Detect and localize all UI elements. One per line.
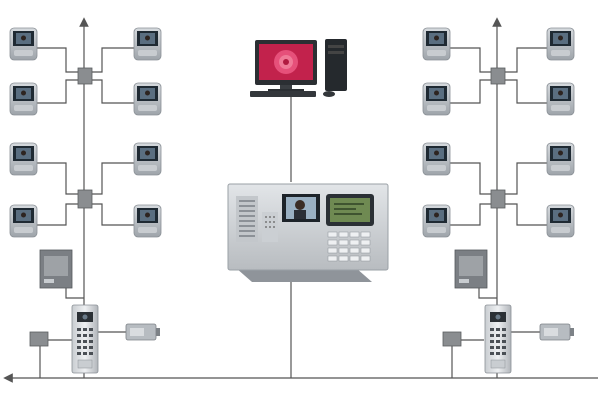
distribution-box-icon (77, 67, 93, 85)
indoor-monitor-icon (9, 82, 38, 116)
indoor-monitor-icon (422, 142, 451, 176)
door-station-icon (484, 304, 512, 374)
indoor-monitor-icon (546, 82, 575, 116)
keyboard (250, 91, 316, 97)
distribution-boxes (77, 67, 506, 209)
indoor-monitor-icon (546, 204, 575, 238)
management-center-console-icon (227, 183, 389, 282)
indoor-monitor-icon (546, 27, 575, 61)
junction-box-icon (442, 331, 462, 347)
power-supply-icon (39, 249, 73, 289)
indoor-monitors (9, 27, 575, 238)
distribution-box-icon (77, 189, 93, 209)
electric-lock-icon (125, 323, 160, 341)
indoor-monitor-icon (422, 204, 451, 238)
power-supply-icon (454, 249, 488, 289)
indoor-monitor-icon (9, 142, 38, 176)
indoor-monitor-icon (422, 82, 451, 116)
desktop-computer-icon (250, 39, 347, 97)
console-keypad (327, 231, 371, 262)
indoor-monitor-icon (133, 27, 162, 61)
indoor-monitor-icon (9, 27, 38, 61)
distribution-box-icon (490, 67, 506, 85)
indoor-monitor-icon (133, 142, 162, 176)
indoor-monitor-icon (133, 204, 162, 238)
door-station-icon (71, 304, 99, 374)
indoor-monitor-icon (422, 27, 451, 61)
mouse (323, 91, 335, 97)
indoor-monitor-icon (133, 82, 162, 116)
junction-box-icon (29, 331, 49, 347)
distribution-box-icon (490, 189, 506, 209)
electric-lock-icon (539, 323, 574, 341)
indoor-monitor-icon (9, 204, 38, 238)
indoor-monitor-icon (546, 142, 575, 176)
